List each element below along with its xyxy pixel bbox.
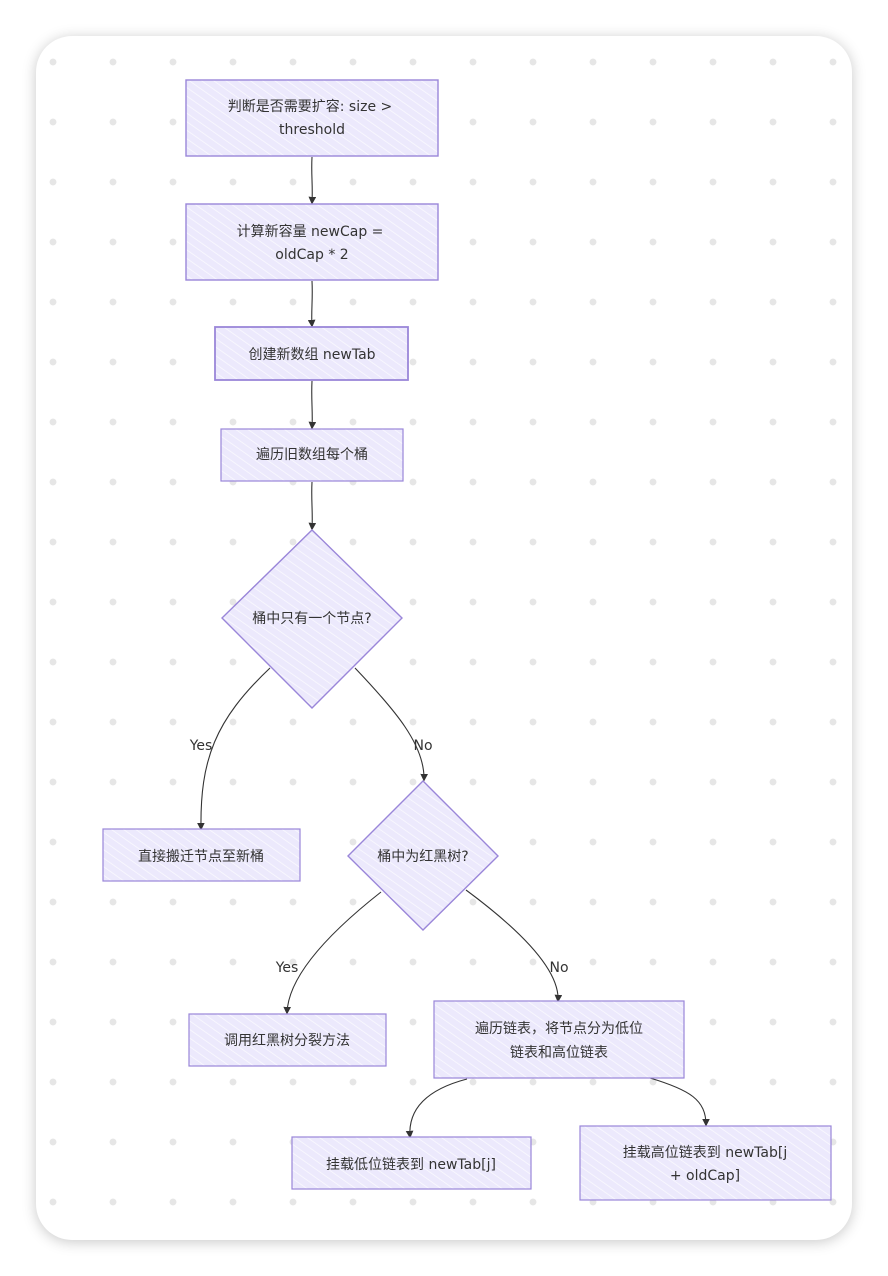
node-tree-split-text: 调用红黑树分裂方法: [224, 1033, 350, 1049]
edge-label-tree-no: No: [549, 960, 568, 976]
node-mount-high[interactable]: 挂载高位链表到 newTab[j + oldCap]: [579, 1125, 832, 1201]
node-tree-decision-text: 桶中为红黑树?: [377, 849, 468, 865]
node-list-split-line2: 链表和高位链表: [510, 1044, 608, 1061]
node-mount-low-text: 挂载低位链表到 newTab[j]: [326, 1157, 496, 1173]
node-tree-split[interactable]: 调用红黑树分裂方法: [188, 1013, 387, 1067]
node-tree-decision[interactable]: 桶中为红黑树?: [347, 780, 499, 931]
node-create-newtab-text: 创建新数组 newTab: [248, 347, 375, 363]
node-single-node-decision[interactable]: 桶中只有一个节点?: [221, 529, 403, 709]
node-iterate-buckets-text: 遍历旧数组每个桶: [256, 447, 368, 463]
edge-check-calc: [308, 156, 317, 205]
edge-create-iterate: [308, 380, 317, 430]
edge-label-tree-yes: Yes: [275, 960, 299, 976]
node-mount-high-line1: 挂载高位链表到 newTab[j: [623, 1144, 787, 1161]
edges-layer: [197, 156, 710, 1139]
edge-single-move: [197, 667, 271, 831]
edge-list-high: [649, 1077, 710, 1127]
canvas-card: [36, 36, 852, 1240]
node-list-split[interactable]: 遍历链表，将节点分为低位 链表和高位链表: [433, 1000, 685, 1079]
node-check-resize[interactable]: 判断是否需要扩容: size > threshold: [185, 79, 439, 157]
edge-tree-split: [283, 891, 382, 1015]
edge-iterate-single: [308, 481, 317, 531]
node-single-node-decision-text: 桶中只有一个节点?: [252, 611, 371, 627]
edge-list-low: [405, 1078, 468, 1139]
node-check-resize-line2: threshold: [279, 122, 345, 138]
node-calc-newcap[interactable]: 计算新容量 newCap = oldCap * 2: [185, 203, 439, 281]
node-move-direct[interactable]: 直接搬迁节点至新桶: [102, 828, 301, 882]
node-calc-newcap-line1: 计算新容量 newCap =: [237, 223, 384, 240]
edge-label-single-yes: Yes: [189, 738, 213, 754]
edge-label-single-no: No: [413, 738, 432, 754]
node-check-resize-line1: 判断是否需要扩容: size >: [228, 98, 393, 115]
node-create-newtab[interactable]: 创建新数组 newTab: [214, 326, 409, 381]
node-move-direct-text: 直接搬迁节点至新桶: [138, 848, 264, 865]
edge-single-tree: [354, 667, 429, 782]
node-list-split-line1: 遍历链表，将节点分为低位: [475, 1021, 643, 1037]
node-mount-low[interactable]: 挂载低位链表到 newTab[j]: [291, 1136, 532, 1190]
node-mount-high-line2: + oldCap]: [670, 1168, 740, 1184]
edge-tree-list: [465, 889, 563, 1003]
edge-calc-create: [307, 280, 316, 328]
node-iterate-buckets[interactable]: 遍历旧数组每个桶: [220, 428, 404, 482]
node-calc-newcap-line2: oldCap * 2: [275, 247, 348, 263]
